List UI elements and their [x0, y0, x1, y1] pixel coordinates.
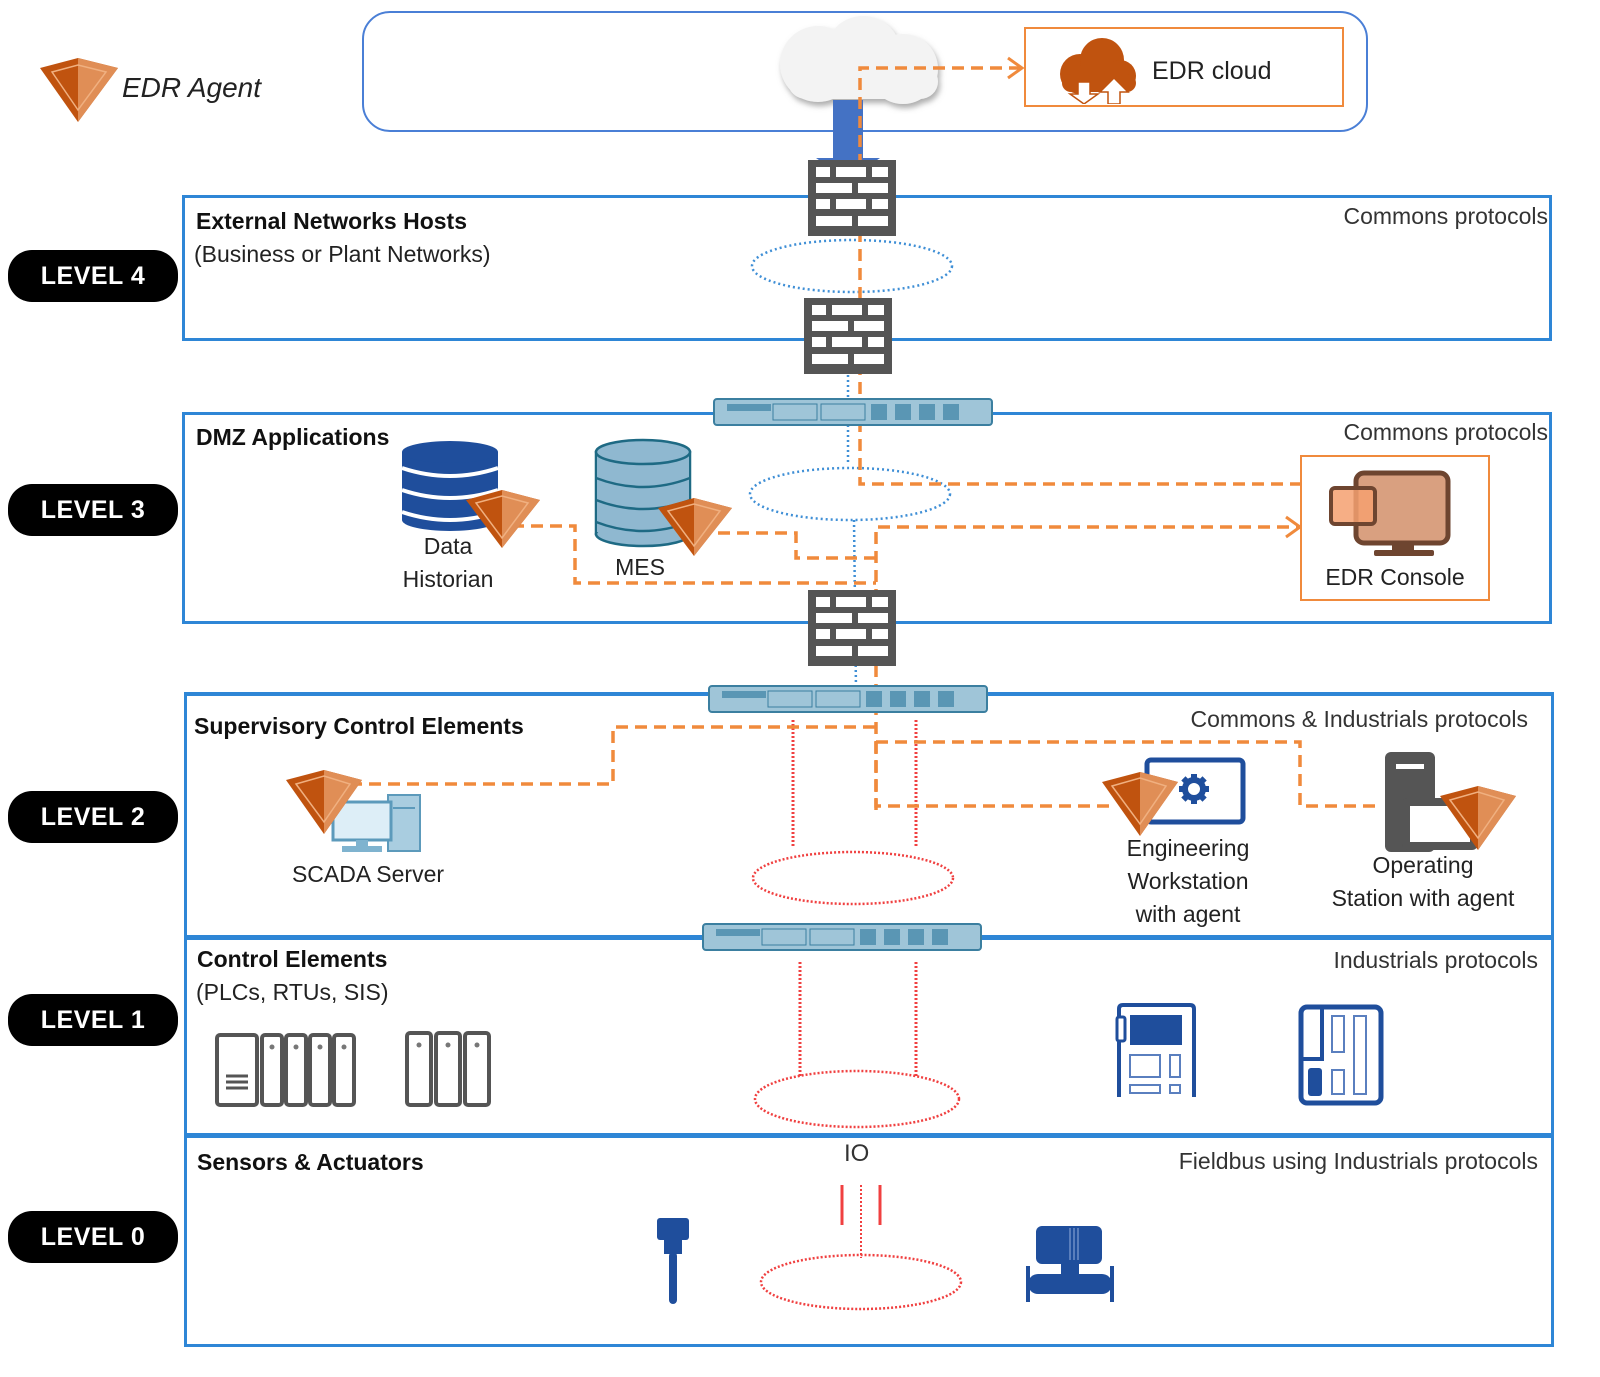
network-switch-icon [702, 923, 982, 951]
level-4-subtitle: (Business or Plant Networks) [194, 241, 491, 267]
edr-agent-icon [1102, 772, 1178, 836]
operating-station-label: Operating Station with agent [1310, 849, 1536, 915]
mes-label: MES [615, 554, 665, 580]
zone-level-0 [184, 1134, 1554, 1347]
level-2-protocol: Commons & Industrials protocols [1190, 706, 1528, 732]
scada-server-label: SCADA Server [291, 861, 445, 887]
level-1-title: Control Elements [197, 946, 388, 972]
controller-device-icon[interactable] [1114, 1003, 1198, 1099]
level-2-network-ring [751, 850, 955, 906]
engineering-workstation-label-line3: with agent [1135, 901, 1241, 927]
operating-station-label-line2: Station with agent [1331, 885, 1515, 911]
io-module-device-icon[interactable] [1298, 1004, 1384, 1106]
network-switch-icon [708, 685, 988, 713]
level-4-badge: LEVEL 4 [8, 250, 178, 302]
level-1-subtitle: (PLCs, RTUs, SIS) [196, 979, 389, 1005]
level-4-protocol: Commons protocols [1343, 203, 1548, 229]
level-4-network-ring [750, 238, 954, 294]
engineering-workstation-label-line1: Engineering [1126, 835, 1250, 861]
operating-station-label-line1: Operating [1372, 852, 1474, 878]
sensor-probe-icon[interactable] [654, 1216, 694, 1308]
level-3-title: DMZ Applications [196, 424, 390, 450]
engineering-workstation-label: Engineering Workstation with agent [1098, 832, 1278, 931]
edr-agent-legend-icon [40, 58, 118, 122]
cloud-upload-download-icon [1060, 38, 1136, 104]
network-switch-icon [713, 398, 993, 426]
edr-link-console-to-cloud [858, 66, 1302, 486]
rtu-rack-icon[interactable] [404, 1030, 494, 1108]
internet-container [362, 11, 1368, 132]
io-label: IO [844, 1140, 870, 1167]
level-1-badge: LEVEL 1 [8, 994, 178, 1046]
firewall-icon [808, 590, 896, 666]
edr-cloud-label: EDR cloud [1152, 57, 1272, 85]
flow-meter-actuator-icon[interactable] [1024, 1222, 1116, 1304]
edr-agent-icon [658, 498, 732, 556]
firewall-icon [808, 160, 896, 236]
edr-agent-icon [1440, 786, 1516, 850]
edr-agent-icon [466, 490, 540, 548]
edr-link-operating-station [876, 740, 1380, 808]
edr-console-monitor-icon [1329, 470, 1451, 556]
level-0-title: Sensors & Actuators [197, 1149, 424, 1175]
edr-agent-legend-label: EDR Agent [122, 72, 262, 103]
firewall-icon [804, 298, 892, 374]
data-historian-database-icon[interactable] [400, 440, 500, 532]
level-3-badge: LEVEL 3 [8, 484, 178, 536]
level-3-protocol: Commons protocols [1343, 419, 1548, 445]
level-3-network-ring [748, 466, 952, 522]
level-0-network-ring [759, 1253, 963, 1311]
level-0-badge: LEVEL 0 [8, 1211, 178, 1263]
edr-link-scada [350, 725, 876, 786]
engineering-workstation-icon[interactable] [1144, 757, 1246, 825]
edr-console-label: EDR Console [1325, 564, 1465, 590]
level-0-protocol: Fieldbus using Industrials protocols [1178, 1148, 1538, 1174]
data-historian-label-line1: Data [423, 533, 473, 559]
edr-link-mes [718, 531, 876, 560]
edr-link-historian [512, 524, 876, 585]
engineering-workstation-label-line2: Workstation [1127, 868, 1249, 894]
level-2-title: Supervisory Control Elements [194, 713, 524, 739]
level-4-title: External Networks Hosts [196, 208, 467, 234]
level-2-badge: LEVEL 2 [8, 791, 178, 843]
level-1-network-ring [753, 1069, 961, 1129]
operating-station-computer-icon[interactable] [1382, 750, 1482, 856]
arrowhead-to-cloud [1007, 56, 1025, 80]
plc-rack-icon[interactable] [214, 1032, 374, 1108]
edr-link-engineering-ws [874, 742, 1112, 808]
data-historian-label: Data Historian [395, 530, 501, 596]
edr-agent-icon [286, 770, 362, 834]
level-1-protocol: Industrials protocols [1333, 947, 1538, 973]
data-historian-label-line2: Historian [402, 566, 494, 592]
